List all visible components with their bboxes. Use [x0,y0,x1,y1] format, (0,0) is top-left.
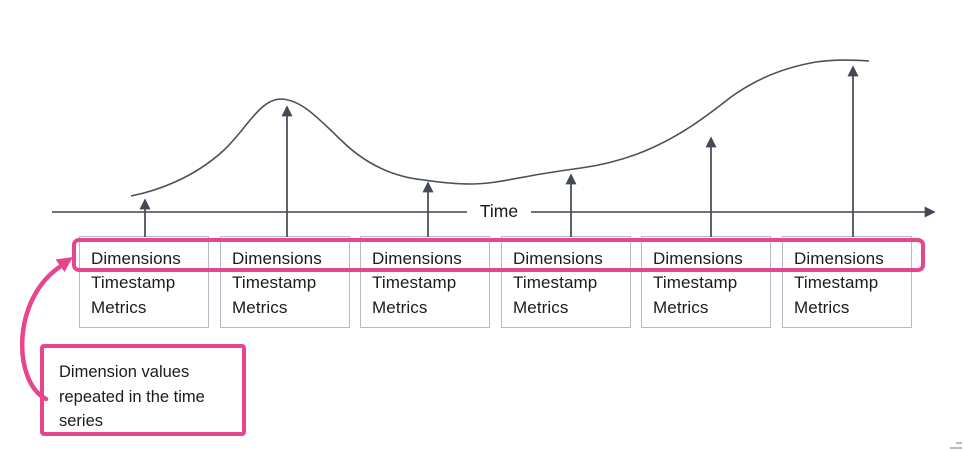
record-box: Dimensions Timestamp Metrics [641,236,771,328]
record-timestamp-label: Timestamp [232,273,317,293]
record-box: Dimensions Timestamp Metrics [360,236,490,328]
record-metrics-label: Metrics [794,297,850,317]
record-dimensions-label: Dimensions [91,249,181,268]
record-box: Dimensions Timestamp Metrics [501,236,631,328]
record-timestamp-label: Timestamp [91,273,176,293]
record-timestamp-label: Timestamp [653,273,738,293]
record-dimensions-label: Dimensions [653,249,743,268]
record-metrics-label: Metrics [513,297,569,317]
time-axis-label: Time [466,201,532,222]
record-dimensions-label: Dimensions [232,249,322,268]
record-box: Dimensions Timestamp Metrics [79,236,209,328]
dimensions-highlight-band [72,238,925,272]
record-timestamp-label: Timestamp [794,273,879,293]
record-box: Dimensions Timestamp Metrics [782,236,912,328]
record-timestamp-label: Timestamp [372,273,457,293]
time-series-curve [130,59,870,197]
record-timestamp-label: Timestamp [513,273,598,293]
corner-artifact [950,442,962,449]
record-dimensions-label: Dimensions [794,249,884,268]
record-metrics-label: Metrics [372,297,428,317]
record-dimensions-label: Dimensions [372,249,462,268]
record-box: Dimensions Timestamp Metrics [220,236,350,328]
callout-text: Dimension values repeated in the time se… [59,363,205,430]
record-metrics-label: Metrics [91,297,147,317]
record-dimensions-label: Dimensions [513,249,603,268]
record-metrics-label: Metrics [653,297,709,317]
record-metrics-label: Metrics [232,297,288,317]
callout-arrowhead [55,257,73,272]
callout-box: Dimension values repeated in the time se… [40,344,246,436]
